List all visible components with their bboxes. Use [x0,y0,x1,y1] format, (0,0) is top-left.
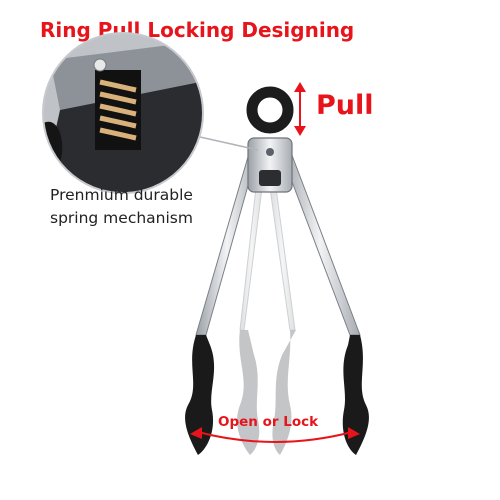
callout-line [199,136,259,151]
open-lock-arrow-icon [190,427,360,443]
spring-coils [99,79,137,141]
main-tongs [185,86,369,455]
open-lock-label: Open or Lock [218,414,319,430]
pull-arrow-icon [294,82,306,136]
headline: Ring Pull Locking Designing [40,18,355,42]
pull-label: Pull [316,90,374,121]
ghost-tongs-open [237,187,296,455]
spring-zoom-circle [42,32,204,194]
spring-caption: Prenmium durable spring mechanism [50,184,193,230]
caption-line-2: spring mechanism [50,209,193,227]
caption-line-1: Prenmium durable [50,186,193,204]
